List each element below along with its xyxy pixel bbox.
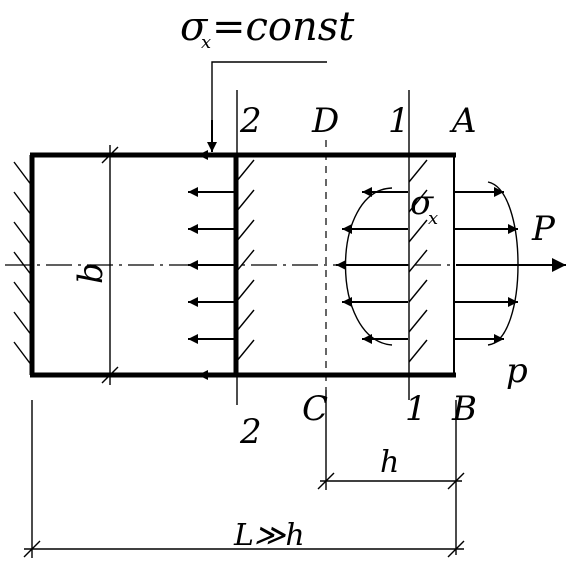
section-1-top-label: 1 xyxy=(388,101,410,141)
stress-curve-right xyxy=(487,181,519,346)
section-2-hatching xyxy=(235,90,255,405)
sigma-subscript: x xyxy=(201,32,211,53)
wall-hatching xyxy=(13,161,33,367)
dimension-h-label: h xyxy=(380,445,399,480)
height-dimension xyxy=(101,145,119,385)
point-d-label: D xyxy=(311,101,339,141)
traction-arrows-right xyxy=(455,187,518,344)
section-1-bottom-label: 1 xyxy=(405,389,427,429)
force-p-upper-label: P xyxy=(531,209,556,249)
label-sigma-x: σ x xyxy=(410,183,438,229)
sigma-symbol: σ xyxy=(180,4,209,50)
uniform-stress-arrows xyxy=(188,150,234,380)
point-a-label: A xyxy=(449,101,477,141)
section-2-top-label: 2 xyxy=(239,101,262,141)
beam-outline xyxy=(29,152,456,378)
label-sigma-const: σ x =const xyxy=(180,4,355,53)
dimension-length xyxy=(23,400,465,558)
point-c-label: C xyxy=(302,389,328,429)
height-b-label: b xyxy=(71,262,111,284)
dimension-length-label: L≫h xyxy=(233,518,305,553)
sigma-x-symbol: σ xyxy=(410,183,434,223)
stress-curve-left xyxy=(344,187,393,346)
dimension-h xyxy=(317,390,465,555)
const-expression: =const xyxy=(212,4,355,50)
force-p-lower-label: p xyxy=(506,351,528,391)
point-b-label: B xyxy=(451,389,477,429)
sigma-leader-line xyxy=(211,61,327,150)
stress-arrows-left xyxy=(336,187,408,344)
section-1-line xyxy=(408,90,428,400)
sigma-x-subscript: x xyxy=(428,208,438,229)
section-2-bottom-label: 2 xyxy=(239,412,262,452)
